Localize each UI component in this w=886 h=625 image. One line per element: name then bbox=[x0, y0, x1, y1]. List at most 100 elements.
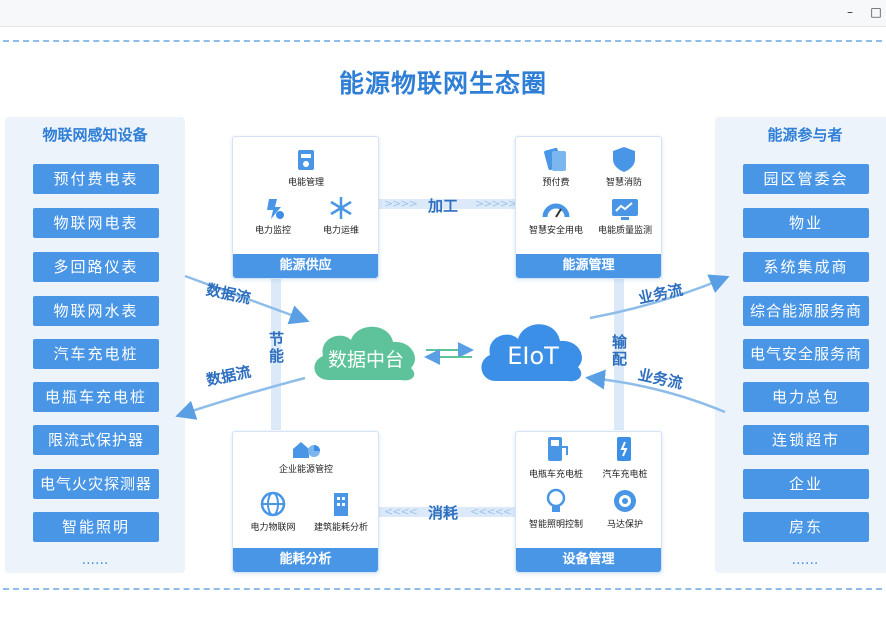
pipe-top bbox=[377, 199, 515, 209]
power-monitor-icon bbox=[267, 199, 284, 219]
card-item-label: 智慧安全用电 bbox=[528, 226, 583, 236]
card-item-label: 电能质量监测 bbox=[597, 226, 652, 236]
right-item[interactable]: 物业 bbox=[743, 208, 869, 238]
pipe-bottom bbox=[377, 507, 515, 517]
card-item-label: 预付费 bbox=[542, 178, 570, 188]
card-item: 智慧消防 bbox=[594, 145, 654, 188]
motor-gear-icon bbox=[614, 490, 636, 512]
arrow-business-flow-bottom bbox=[585, 369, 726, 414]
right-item[interactable]: 连锁超市 bbox=[743, 425, 869, 455]
left-item[interactable]: 物联网水表 bbox=[33, 296, 159, 326]
left-more: ...... bbox=[81, 552, 109, 568]
card-energy-management[interactable]: 预付费 智慧消防 智慧安全用电 电能质量监测 能源管理 bbox=[515, 136, 662, 279]
card-footer: 能耗分析 bbox=[233, 548, 378, 572]
eiot-cloud-icon bbox=[481, 324, 582, 382]
minimize-button[interactable]: – bbox=[847, 5, 853, 19]
chevrons-bottom-left: <<<< bbox=[384, 505, 418, 518]
right-item[interactable]: 系统集成商 bbox=[743, 252, 869, 282]
chevrons-bottom-right: <<<<< bbox=[470, 505, 512, 518]
eiot-label: EIoT bbox=[507, 342, 559, 370]
left-item[interactable]: 物联网电表 bbox=[33, 208, 159, 238]
right-item[interactable]: 园区管委会 bbox=[743, 164, 869, 194]
card-item-label: 企业能源管控 bbox=[278, 465, 333, 475]
card-item-label: 电瓶车充电桩 bbox=[528, 470, 583, 480]
card-footer: 能源供应 bbox=[233, 254, 378, 278]
window-titlebar: – □ bbox=[0, 0, 886, 27]
card-item: 电力运维 bbox=[311, 195, 371, 236]
card-item-label: 电力监控 bbox=[254, 226, 291, 236]
arrow-data-flow-top bbox=[184, 274, 310, 325]
left-panel-title: 物联网感知设备 bbox=[42, 126, 148, 144]
card-consumption-analysis[interactable]: 企业能源管控 电力物联网 建筑能耗分析 能耗分析 bbox=[232, 431, 379, 573]
monitor-chart-icon bbox=[612, 199, 638, 220]
pipe-right bbox=[614, 278, 624, 430]
maximize-button[interactable]: □ bbox=[870, 5, 882, 19]
card-footer: 能源管理 bbox=[516, 254, 661, 278]
card-item-label: 智能照明控制 bbox=[528, 520, 583, 530]
home-chart-icon bbox=[293, 442, 320, 458]
card-item: 智能照明控制 bbox=[521, 487, 591, 530]
left-item[interactable]: 智能照明 bbox=[33, 512, 159, 542]
card-item: 电力监控 bbox=[243, 195, 303, 236]
card-item: 企业能源管控 bbox=[266, 438, 346, 475]
right-panel-participants: 能源参与者 园区管委会 物业 系统集成商 综合能源服务商 电气安全服务商 电力总… bbox=[715, 117, 886, 573]
card-item: 电能质量监测 bbox=[591, 197, 659, 236]
card-item-label: 建筑能耗分析 bbox=[313, 523, 368, 533]
card-item: 汽车充电桩 bbox=[591, 435, 659, 480]
chevrons-top-right: >>>>> bbox=[475, 197, 517, 210]
diagram-title: 能源物联网生态圈 bbox=[338, 69, 547, 98]
left-item[interactable]: 预付费电表 bbox=[33, 164, 159, 194]
flow-label-consume: 消耗 bbox=[428, 504, 459, 522]
flow-label-transmit: 输配 bbox=[612, 333, 628, 368]
gauge-icon bbox=[542, 203, 570, 218]
left-item[interactable]: 电气火灾探测器 bbox=[33, 469, 159, 499]
left-panel-iot-devices: 物联网感知设备 预付费电表 物联网电表 多回路仪表 物联网水表 汽车充电桩 电瓶… bbox=[5, 117, 185, 573]
card-item: 建筑能耗分析 bbox=[307, 490, 375, 533]
card-item: 马达保护 bbox=[591, 487, 659, 530]
right-panel-title: 能源参与者 bbox=[767, 126, 843, 144]
right-item[interactable]: 房东 bbox=[743, 512, 869, 542]
card-item: 电力物联网 bbox=[241, 490, 305, 533]
ebike-charger-icon bbox=[548, 437, 568, 461]
right-item[interactable]: 企业 bbox=[743, 469, 869, 499]
card-item: 预付费 bbox=[526, 145, 586, 188]
car-charger-icon bbox=[617, 437, 631, 461]
shield-icon bbox=[613, 147, 635, 172]
lightbulb-icon bbox=[546, 488, 566, 512]
chevrons-top-left: >>>> bbox=[384, 197, 418, 210]
left-item[interactable]: 多回路仪表 bbox=[33, 252, 159, 282]
pipe-left bbox=[271, 278, 281, 430]
data-platform-cloud-icon bbox=[314, 326, 415, 381]
prepaid-card-icon bbox=[544, 147, 566, 171]
card-item-label: 电力运维 bbox=[322, 226, 359, 236]
right-item[interactable]: 电力总包 bbox=[743, 382, 869, 412]
flow-label-save-energy: 节能 bbox=[269, 330, 285, 365]
right-item[interactable]: 电气安全服务商 bbox=[743, 339, 869, 369]
snowflake-icon bbox=[330, 197, 352, 219]
card-equipment-management[interactable]: 电瓶车充电桩 汽车充电桩 智能照明控制 马达保护 设备管理 bbox=[515, 431, 662, 573]
power-management-icon bbox=[298, 150, 314, 170]
card-item: 电能管理 bbox=[276, 147, 336, 188]
right-more: ...... bbox=[791, 552, 819, 568]
flow-label-process: 加工 bbox=[428, 197, 459, 215]
building-icon bbox=[334, 493, 348, 516]
right-item[interactable]: 综合能源服务商 bbox=[743, 296, 869, 326]
arrow-data-flow-bottom bbox=[175, 376, 306, 420]
globe-icon bbox=[260, 491, 286, 517]
left-item[interactable]: 汽车充电桩 bbox=[33, 339, 159, 369]
card-item-label: 智慧消防 bbox=[605, 178, 642, 188]
card-item-label: 汽车充电桩 bbox=[602, 470, 648, 480]
card-item-label: 电力物联网 bbox=[250, 523, 296, 533]
card-item: 智慧安全用电 bbox=[521, 197, 591, 236]
left-item[interactable]: 电瓶车充电桩 bbox=[33, 382, 159, 412]
arrow-business-flow-top bbox=[589, 274, 730, 320]
data-platform-label: 数据中台 bbox=[327, 349, 404, 371]
card-energy-supply[interactable]: 电能管理 电力监控 电力运维 能源供应 bbox=[232, 136, 379, 279]
card-footer: 设备管理 bbox=[516, 548, 661, 572]
card-item: 电瓶车充电桩 bbox=[521, 435, 591, 480]
card-item-label: 电能管理 bbox=[287, 178, 324, 188]
card-item-label: 马达保护 bbox=[606, 520, 643, 530]
left-item[interactable]: 限流式保护器 bbox=[33, 425, 159, 455]
diagram-frame bbox=[3, 40, 882, 590]
